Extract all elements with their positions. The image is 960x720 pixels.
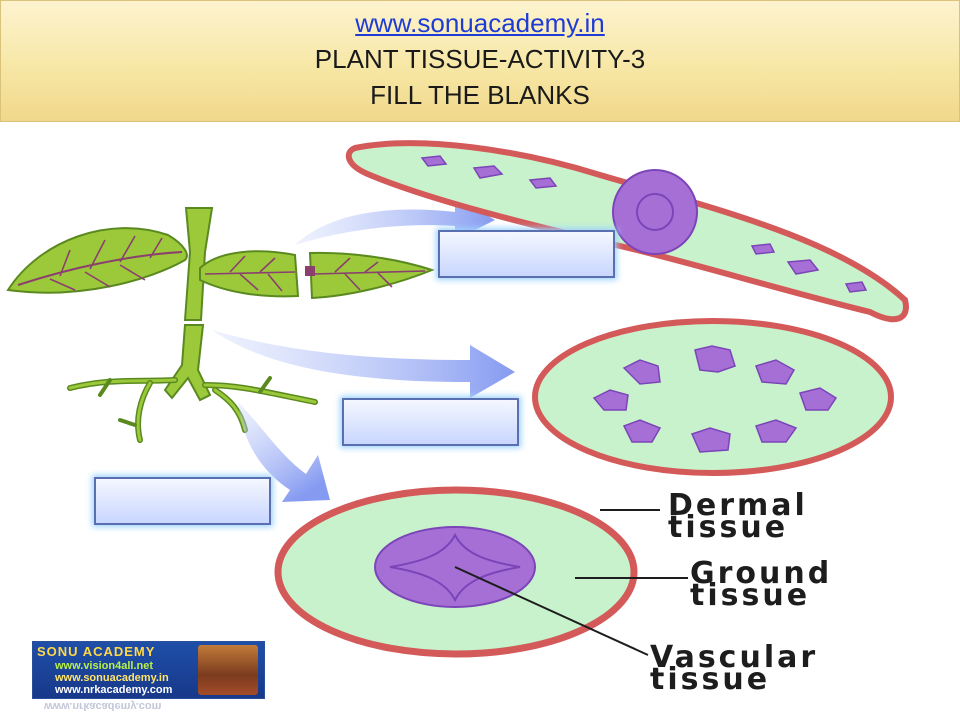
dermal-label-line1: Dermal [668,488,808,523]
logo-title: SONU ACADEMY [37,644,156,659]
left-leaf [6,227,188,294]
logo-reflection: www.nrkacademy.com [44,700,162,712]
dermal-label-line2: tissue [668,510,789,545]
root-arrow [238,402,330,502]
logo-url-1: www.vision4all.net [55,660,154,672]
leaf-cross-section [345,140,909,323]
vascular-label-line2: tissue [650,662,771,697]
stem-cross-section [532,318,894,476]
page-subtitle: FILL THE BLANKS [370,80,590,110]
sonu-academy-logo: SONU ACADEMY www.vision4all.net www.sonu… [32,641,265,699]
page-title: PLANT TISSUE-ACTIVITY-3 [314,44,646,74]
title-banner: www.sonuacademy.in PLANT TISSUE-ACTIVITY… [0,0,960,122]
root-blank-box[interactable] [94,477,271,525]
ground-label-line1: Ground [690,556,833,591]
presenter-photo [198,645,258,695]
root-cross-section [274,486,688,658]
vascular-label-line1: Vascular [650,640,819,675]
logo-url-2: www.sonuacademy.in [55,672,169,684]
website-link[interactable]: www.sonuacademy.in [355,8,605,38]
plant-root-main [163,324,212,402]
plant-illustration [6,207,435,443]
leaf-blank-box[interactable] [438,230,615,278]
right-leaf-tip [308,251,435,300]
leaf-arrow [295,196,495,245]
stem-blank-box[interactable] [342,398,519,446]
stem-arrow [212,330,515,398]
ground-label-line2: tissue [690,578,811,613]
logo-url-3: www.nrkacademy.com [55,684,173,696]
plant-tissue-diagram [6,140,909,658]
plant-stem [183,207,214,321]
